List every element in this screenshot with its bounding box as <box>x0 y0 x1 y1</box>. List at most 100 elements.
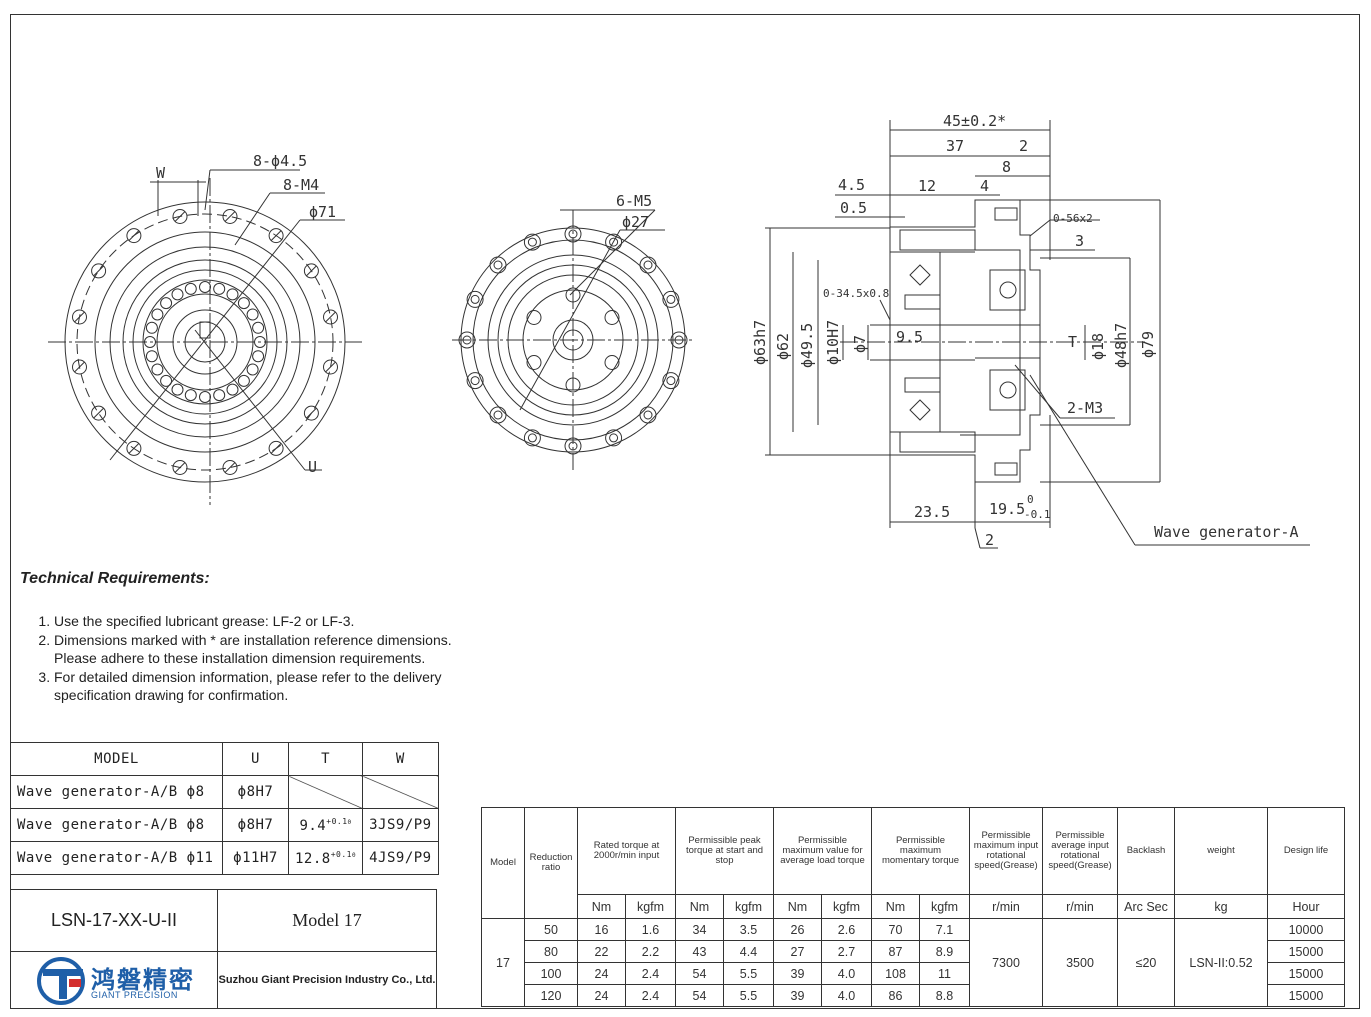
bearing-ball <box>160 297 173 310</box>
dim-phi48h7: ϕ48h7 <box>1112 323 1130 368</box>
table-row: 100 24 2.4 54 5.5 39 4.0 108 11 15000 <box>482 962 1345 985</box>
drawing-frame <box>10 14 1360 1009</box>
value-cell: 2.4 <box>625 984 676 1007</box>
value-cell: 2.4 <box>625 962 676 985</box>
dim-0-5: 0.5 <box>840 199 867 217</box>
value-cell: 3.5 <box>723 918 774 941</box>
bearing-ball <box>184 282 197 295</box>
front-view <box>48 169 362 505</box>
t-cell: 9.4+0.10 <box>287 808 364 842</box>
bearing-ball <box>145 321 158 334</box>
u-cell: ϕ8H7 <box>222 775 289 809</box>
value-cell: 22 <box>577 940 626 963</box>
bearing-ball <box>226 383 239 396</box>
unit-cell: kg <box>1174 894 1268 919</box>
mounting-hole <box>268 228 284 244</box>
bolt-hole <box>489 406 507 424</box>
value-cell: 2.6 <box>821 918 872 941</box>
value-cell: 108 <box>871 962 920 985</box>
value-cell: 34 <box>675 918 724 941</box>
logo-cell: 鸿磐精密 GIANT PRECISION <box>10 951 218 1009</box>
table-row: 17 50 16 1.6 34 3.5 26 2.6 70 7.1 7300 3… <box>481 918 1345 1007</box>
value-cell: 24 <box>577 962 626 985</box>
thread-hole-m5 <box>526 355 542 370</box>
value-cell: 4.0 <box>821 984 872 1007</box>
ratio-cell: 120 <box>524 984 578 1007</box>
bolt-hole <box>639 256 657 274</box>
mounting-hole <box>303 263 319 279</box>
dim-19-5-tol-upper: 0 <box>1027 493 1034 506</box>
life-cell: 15000 <box>1267 940 1345 963</box>
dim-4: 4 <box>980 177 989 195</box>
value-cell: 24 <box>577 984 626 1007</box>
w-header: W <box>362 742 439 776</box>
w-cell: 4JS9/P9 <box>362 841 439 875</box>
value-cell: 7.1 <box>919 918 970 941</box>
mounting-hole <box>172 209 188 224</box>
value-cell: 11 <box>919 962 970 985</box>
ratio-cell: 100 <box>524 962 578 985</box>
dim-3: 3 <box>1075 232 1084 250</box>
dim-phi49-5: ϕ49.5 <box>798 323 816 368</box>
thread-hole-m5 <box>565 287 581 303</box>
bearing-ball <box>237 374 250 387</box>
life-cell: 15000 <box>1267 984 1345 1007</box>
dim-19-5-tol-lower: -0.1 <box>1024 508 1051 521</box>
bolt-hole <box>662 372 680 390</box>
technical-drawing: W 8-ϕ4.5 8-M4 ϕ71 U 6-M5 ϕ27 45±0.2* 37 … <box>48 112 1310 549</box>
callout-wave-generator-a: Wave generator-A <box>1154 523 1299 541</box>
spec-header-model: Model <box>481 807 525 919</box>
dim-0-56x2: 0-56x2 <box>1053 212 1093 225</box>
callout-2-m3: 2-M3 <box>1067 399 1103 417</box>
section-view <box>765 120 1310 549</box>
mounting-hole <box>222 209 238 224</box>
tech-req-item: Dimensions marked with * are installatio… <box>54 631 480 668</box>
value-cell: 87 <box>871 940 920 963</box>
bolt-hole <box>523 429 541 447</box>
bolt-hole <box>662 290 680 308</box>
table-row: 80 22 2.2 43 4.4 27 2.7 87 8.9 15000 <box>482 940 1345 963</box>
thread-hole-m5 <box>565 377 581 393</box>
value-cell: 16 <box>577 918 626 941</box>
model-cell: Wave generator-A/B ϕ8 <box>10 808 223 842</box>
bearing-ball <box>254 336 266 348</box>
backlash-value: ≤20 <box>1117 918 1175 1007</box>
value-cell: 27 <box>773 940 822 963</box>
spec-header-avg-speed: Permissible average input rotational spe… <box>1042 807 1118 895</box>
life-cell: 10000 <box>1267 918 1345 941</box>
unit-cell: Hour <box>1267 894 1345 919</box>
unit-cell: kgfm <box>919 894 970 919</box>
ratio-cell: 50 <box>524 918 578 941</box>
bearing-ball <box>246 308 259 321</box>
bolt-hole <box>523 233 541 251</box>
dim-37: 37 <box>946 137 964 155</box>
dim-t: T <box>1068 333 1077 351</box>
bearing-ball <box>144 336 156 348</box>
bearing-ball <box>145 350 158 363</box>
dim-phi18: ϕ18 <box>1089 333 1107 360</box>
value-cell: 43 <box>675 940 724 963</box>
unit-cell: kgfm <box>625 894 676 919</box>
model-header: MODEL <box>10 742 223 776</box>
unit-cell: r/min <box>969 894 1043 919</box>
rear-view <box>452 209 695 470</box>
dim-12: 12 <box>918 177 936 195</box>
value-cell: 5.5 <box>723 984 774 1007</box>
unit-cell: Nm <box>675 894 724 919</box>
mounting-hole <box>268 440 284 456</box>
max-speed-value: 7300 <box>969 918 1043 1007</box>
spec-header-rated: Rated torque at 2000r/min input <box>577 807 676 895</box>
title-block: LSN-17-XX-U-II Model 17 鸿磐精密 GIANT PRECI… <box>10 889 437 1009</box>
bearing-ball <box>160 374 173 387</box>
bolt-hole <box>605 429 623 447</box>
spec-table: Model Reduction ratio Rated torque at 20… <box>481 807 1345 1007</box>
bearing-ball <box>199 391 211 403</box>
table-row: 120 24 2.4 54 5.5 39 4.0 86 8.8 15000 <box>482 984 1345 1007</box>
spec-model-value: 17 <box>481 918 525 1007</box>
mounting-hole <box>72 309 87 325</box>
model-table: MODEL U T W Wave generator-A/B ϕ8 ϕ8H7 W… <box>10 742 439 875</box>
value-cell: 54 <box>675 962 724 985</box>
spec-header-ratio: Reduction ratio <box>524 807 578 919</box>
dim-4-5: 4.5 <box>838 176 865 194</box>
label-u: U <box>308 458 317 476</box>
